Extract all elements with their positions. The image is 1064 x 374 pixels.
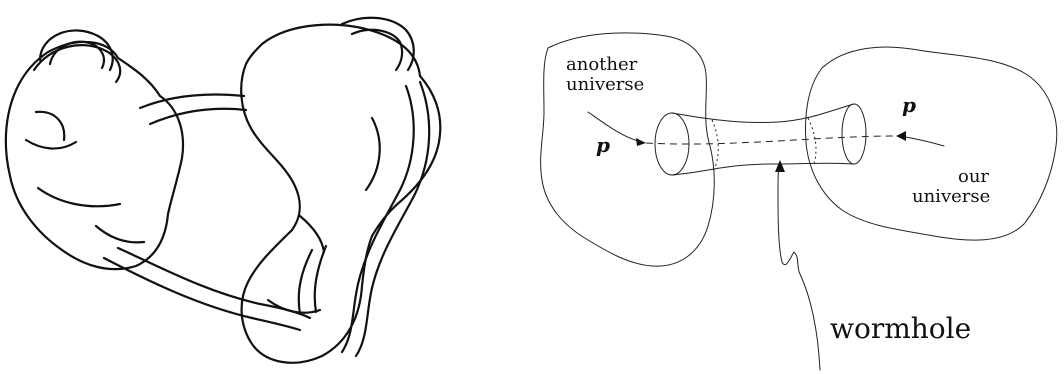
upper-tube-bottom [148,107,248,126]
tube-lower-edge [671,162,855,176]
right-long-tube-strand-2 [313,244,328,314]
right-blob-outline [240,23,442,364]
left-blob-fold-2 [24,138,78,150]
left-top-handle-inner [48,40,106,70]
label-our: our [958,166,989,187]
wormhole-pointer-line [777,161,821,371]
right-blob-fold-2 [350,28,404,72]
left-top-handle [38,29,114,72]
particle-path-through-wormhole [645,135,899,145]
right-blob-fold-4 [298,214,326,254]
label-p-left: p [596,133,610,157]
label-universe-left: universe [566,74,644,95]
arrowhead-right [896,131,906,141]
right-long-tube-strand [297,248,314,316]
tube-upper-edge [671,103,855,124]
right-long-tube-outer [354,80,431,358]
right-blob-fold-1 [340,16,415,72]
left-blob-outline [4,40,185,271]
label-wormhole: wormhole [830,312,971,345]
left-blob-fold-3 [34,110,66,142]
left-blob-fold-5 [94,224,146,244]
arrowhead-left [636,138,646,146]
tube-boundary-right [807,117,817,165]
label-another: another [566,54,638,75]
left-blob-fold-4 [36,186,122,208]
lower-tube-bottom [102,256,302,332]
wormhole-pointer-arrowhead [775,160,785,172]
right-blob-fold-3 [364,116,381,192]
right-mouth-ellipse [841,103,867,165]
our-universe-region [805,46,1058,241]
label-p-right: p [902,93,916,117]
left-blob-diagram [4,16,442,364]
left-blob-fold-1 [32,44,122,84]
label-universe-right: universe [912,186,990,207]
another-universe-region [540,32,715,267]
upper-tube-top [138,93,246,110]
wormhole-diagram: another universe p p our universe wormho… [540,32,1058,371]
right-long-tube-inner [340,84,415,354]
